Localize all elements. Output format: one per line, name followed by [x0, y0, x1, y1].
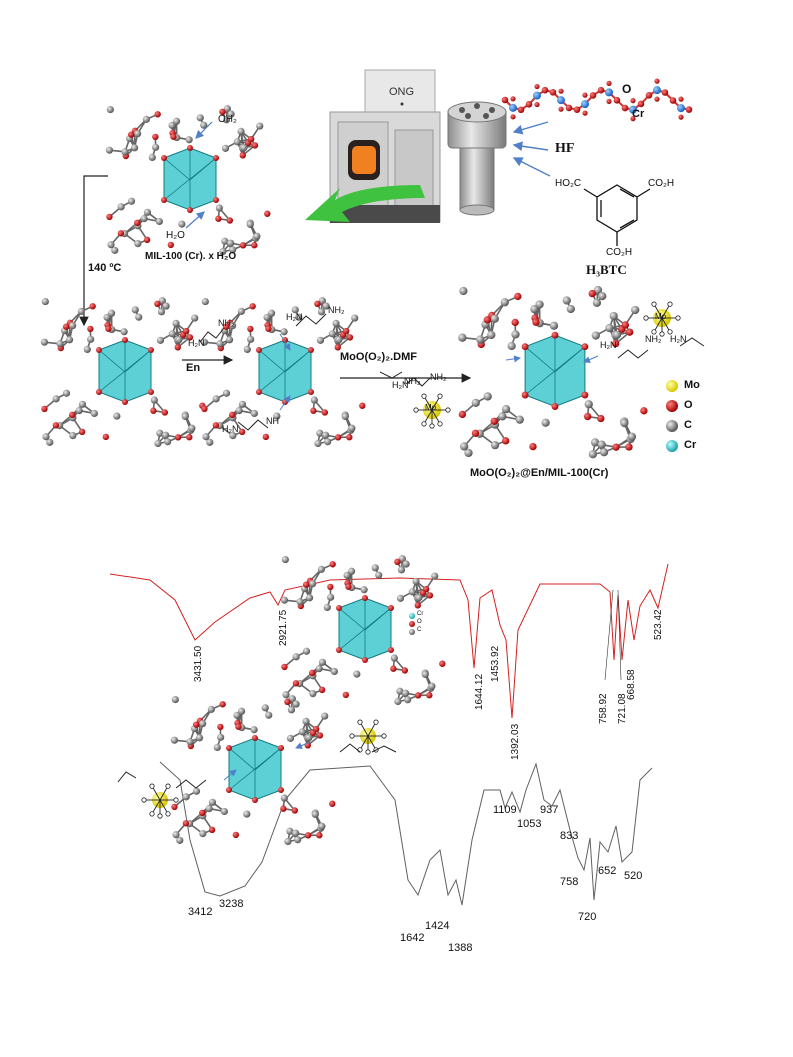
bottom-peak-label: 833 — [560, 830, 579, 842]
ir-spectrum-top — [109, 563, 669, 719]
en-h2n-7: H₂N — [670, 334, 687, 344]
top-peak-label: 1392.03 — [510, 723, 521, 760]
spectrum-inset-mof-bottom — [170, 695, 336, 846]
bottom-peak-label: 652 — [598, 865, 617, 877]
hf-label: HF — [555, 141, 575, 156]
spectrum-pointer-2 — [295, 741, 311, 749]
bottom-peak-label: 1388 — [448, 942, 473, 954]
bottom-peak-label: 1642 — [400, 932, 425, 944]
temperature-label: 140 ºC — [88, 262, 122, 274]
reagent-arrow-1 — [512, 121, 549, 135]
en-label: En — [186, 362, 201, 374]
reagent-arrow-3 — [512, 157, 551, 177]
en-h2n-1: H₂N — [188, 338, 205, 348]
btc-left-group: HO₂C — [555, 178, 582, 189]
legend-cr-label: Cr — [684, 439, 697, 451]
reagent-arrow-2 — [512, 141, 549, 152]
mo-complex-reagent — [413, 393, 451, 429]
bottom-peak-label: 1424 — [425, 920, 450, 932]
spectrum-en-lines — [117, 743, 397, 789]
bottom-peak-label: 3238 — [219, 898, 244, 910]
h2o-pointer-arrow — [185, 211, 205, 229]
top-peak-label: 758.92 — [598, 693, 609, 724]
en-nh2-1: NH₂ — [218, 318, 235, 328]
spectrum-mo-complex-left — [141, 783, 179, 819]
oven-illustration — [329, 69, 441, 223]
mil100-cluster — [105, 105, 271, 256]
mo-complex-product — [643, 301, 681, 337]
h3btc-label: H₃BTC — [586, 262, 627, 277]
top-peak-label: 3431.50 — [193, 645, 204, 682]
flow-arrow-down — [79, 175, 108, 327]
oh2-pointer-arrow — [195, 121, 213, 139]
en-nh2-5: NH₂ — [404, 376, 421, 386]
btc-right-group: CO₂H — [648, 178, 675, 189]
h2o-label: H₂O — [166, 230, 185, 241]
oh2-label: OH₂ — [218, 114, 237, 125]
bottom-peak-label: 1053 — [517, 818, 542, 830]
mil100-label: MIL-100 (Cr). x H₂O — [145, 251, 237, 262]
chain-cr-label: Cr — [632, 108, 645, 120]
bottom-peak-label: 937 — [540, 804, 559, 816]
h3btc-structure — [583, 184, 651, 246]
moo-dmf-label: MoO(O₂)₂.DMF — [340, 351, 417, 363]
mo-pointer — [583, 355, 599, 363]
legend-c-label: C — [684, 419, 692, 431]
en-nh2-4: NH₂ — [430, 372, 447, 382]
spectrum-mo-complex-right — [349, 719, 387, 755]
product-label: MoO(O₂)₂@En/MIL-100(Cr) — [470, 467, 609, 479]
green-transfer-arrow — [305, 185, 425, 222]
top-peak-leader-lines — [604, 589, 622, 681]
spectrum-inset-mof-top — [280, 555, 446, 706]
en-molecule-drawings — [199, 313, 705, 431]
en-pointer-bottom — [279, 395, 291, 411]
inset-legend-c: C — [417, 627, 422, 633]
product-pointer — [505, 355, 521, 363]
chain-o-label: O — [622, 82, 632, 96]
en-h2n-6: H₂N — [600, 340, 617, 350]
legend-cr-ball — [666, 440, 678, 452]
top-peak-label: 1644.12 — [474, 673, 485, 710]
atom-legend — [666, 380, 678, 452]
en-mil100-cluster — [200, 297, 366, 448]
legend-mo-label: Mo — [684, 379, 700, 391]
cr-oxide-chain — [501, 78, 693, 122]
bottom-peak-label: 758 — [560, 876, 579, 888]
mo-center-product: Mo — [655, 312, 667, 321]
top-peak-label: 523.42 — [653, 609, 664, 640]
ir-spectrum-bottom — [159, 761, 653, 906]
inset-legend-balls — [409, 613, 415, 635]
bottom-peak-label: 3412 — [188, 906, 213, 918]
legend-o-label: O — [684, 399, 693, 411]
en-nh2-2: NH₂ — [328, 305, 345, 315]
legend-o-ball — [666, 400, 678, 412]
bottom-peak-label: 720 — [578, 911, 597, 923]
en-h2n-4: H₂N — [392, 380, 409, 390]
btc-bottom-group: CO₂H — [606, 247, 633, 258]
legend-c-ball — [666, 420, 678, 432]
oven-brand: ONG — [389, 86, 415, 98]
legend-mo-ball — [666, 380, 678, 392]
en-nh-3: NH — [266, 416, 279, 426]
top-peak-label: 668.58 — [626, 669, 637, 700]
bottom-peak-label: 520 — [624, 870, 643, 882]
spectrum-pointer — [223, 769, 237, 781]
top-peak-label: 2921.75 — [278, 609, 289, 646]
en-pointer-top — [279, 333, 291, 351]
autoclave-illustration — [447, 101, 507, 216]
inset-legend-cr: Cr — [417, 611, 424, 617]
mo-center-reagent: Mo — [425, 403, 437, 412]
product-cluster — [458, 285, 648, 459]
bottom-peak-label: 1109 — [493, 804, 517, 816]
activated-mil100-cluster — [40, 297, 206, 448]
en-h2n-2: H₂N — [286, 312, 303, 322]
en-h2n-3: H₂N — [222, 424, 239, 434]
top-peak-label: 1453.92 — [490, 645, 501, 682]
inset-legend-o: O — [417, 619, 422, 625]
en-nh2-6: NH₂ — [645, 334, 662, 344]
